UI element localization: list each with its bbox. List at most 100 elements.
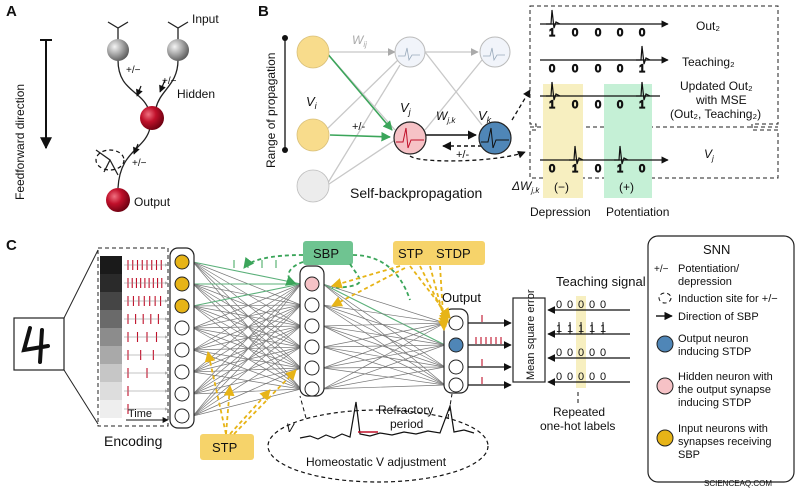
legend-box [647,235,795,483]
legend-in-2: synapses receiving [678,436,772,448]
bit-out2-4: 0 [639,27,645,39]
vi-label: Vi [306,94,318,111]
pm-label-2: +/− [162,76,177,87]
legend-induction: Induction site for +/− [678,293,778,305]
hidden-node-3 [304,339,320,355]
pixel-row-7 [100,382,122,400]
wjk-label: Wj,k [436,109,456,125]
bit-vj-1: 1 [572,163,578,175]
teach-bit-2-0: 0 [556,347,562,359]
hidden-node-4 [304,360,320,376]
neuron-faded-top-right [479,36,511,68]
pm-label-1: +/− [126,65,141,76]
legend-direction: Direction of SBP [678,311,759,323]
output-node-3 [448,377,464,393]
legend-hidden-icon [656,377,674,395]
refractory-label-1: Refractory [378,403,433,417]
input-layer-box [169,247,195,429]
legend-title: SNN [703,242,730,257]
legend-in-3: SBP [678,449,700,461]
output-node-2 [448,359,464,375]
sbp-box [303,241,353,265]
output-label: Output [134,195,171,209]
teach-bit-3-3: 0 [589,371,595,383]
homeostatic-label: Homeostatic V adjustment [306,455,447,469]
teaching2-label: Teaching₂ [682,55,735,69]
teach-bit-2-1: 0 [567,347,573,359]
input-node-3 [174,320,190,336]
bit-updated-3: 0 [617,99,623,111]
homeostatic-ellipse [267,409,489,483]
feedforward-label: Feedforward direction [13,84,27,200]
panel-a-label: A [6,3,17,20]
pixel-row-1 [100,274,122,292]
stdp-label: STDP [436,246,471,261]
bit-updated-1: 0 [572,99,578,111]
neuron-vk [478,121,512,155]
legend-hid-2: the output synapse [678,384,771,396]
pixel-row-2 [100,292,122,310]
mse-label: Mean square error [525,289,537,380]
repeated-label-2: one-hot labels [540,419,615,433]
hidden-node-0 [304,276,320,292]
hidden-node-2 [304,318,320,334]
spike-teach2-4 [636,45,651,65]
legend-in-1: Input neurons with [678,423,768,435]
out2-label: Out₂ [696,19,720,33]
bit-teach2-2: 0 [595,63,601,75]
neuron-yellow-mid [296,118,330,152]
legend-induction-icon [658,292,672,304]
panel-a: A Feedforward direction Input Hidden Out… [6,3,219,212]
neuron-yellow-top [296,35,330,69]
hidden-neuron [140,106,164,130]
legend-pm-1: Potentiation/ [678,263,740,275]
spike-updated-0 [546,81,561,101]
bit-teach2-3: 0 [617,63,623,75]
updated-label-2: with MSE [695,93,747,107]
self-bp-label: Self-backpropagation [350,185,482,201]
teach-bit-2-3: 0 [589,347,595,359]
stp-top-label: STP [398,246,423,261]
potentiation-label: Potentiation [606,205,669,219]
watermark: SCIENCEAQ.COM [704,479,772,488]
bit-vj-3: 1 [617,163,623,175]
refractory-label-2: period [390,417,423,431]
bit-updated-4: 1 [639,99,645,111]
panel-c: C Time Encoding SBP STP STDP STP [6,237,646,483]
membrane-trace [299,401,475,440]
pixel-row-8 [100,400,122,418]
input-neuron-left [107,39,129,61]
input-node-4 [174,342,190,358]
panel-b-label: B [258,3,269,20]
teach-bit-0-1: 0 [567,299,573,311]
input-node-2 [174,298,190,314]
bit-out2-1: 0 [572,27,578,39]
stp-top-box [393,241,485,265]
pixel-row-4 [100,328,122,346]
hidden-node-1 [304,297,320,313]
stp-bottom-label: STP [212,440,237,455]
bit-vj-4: 0 [639,163,645,175]
updated-label-1: Updated Out₂ [680,79,753,93]
legend-hid-3: inducing STDP [678,397,751,409]
teach-bit-3-4: 0 [600,371,606,383]
teach-bit-3-2: 0 [578,371,584,383]
input-label: Input [192,12,219,26]
teach-bit-3-1: 0 [567,371,573,383]
teach-bit-3-0: 0 [556,371,562,383]
legend: SNN +/− Potentiation/ depression Inducti… [647,235,795,483]
input-node-0 [174,254,190,270]
wij-label: Wij [352,33,367,49]
teach-bit-0-0: 0 [556,299,562,311]
legend-out-1: Output neuron [678,333,748,345]
spike-vj-3 [614,145,629,165]
teaching-signal-label: Teaching signal [556,274,646,289]
encoding-label: Encoding [104,433,162,449]
pm-right: +/- [456,149,469,161]
bit-updated-0: 1 [549,99,555,111]
delta-w-label: ΔWj,k [511,179,540,195]
depression-label: Depression [530,205,591,219]
induction-site-ellipse [95,149,125,171]
hidden-label: Hidden [177,87,215,101]
legend-input-icon [656,429,674,447]
